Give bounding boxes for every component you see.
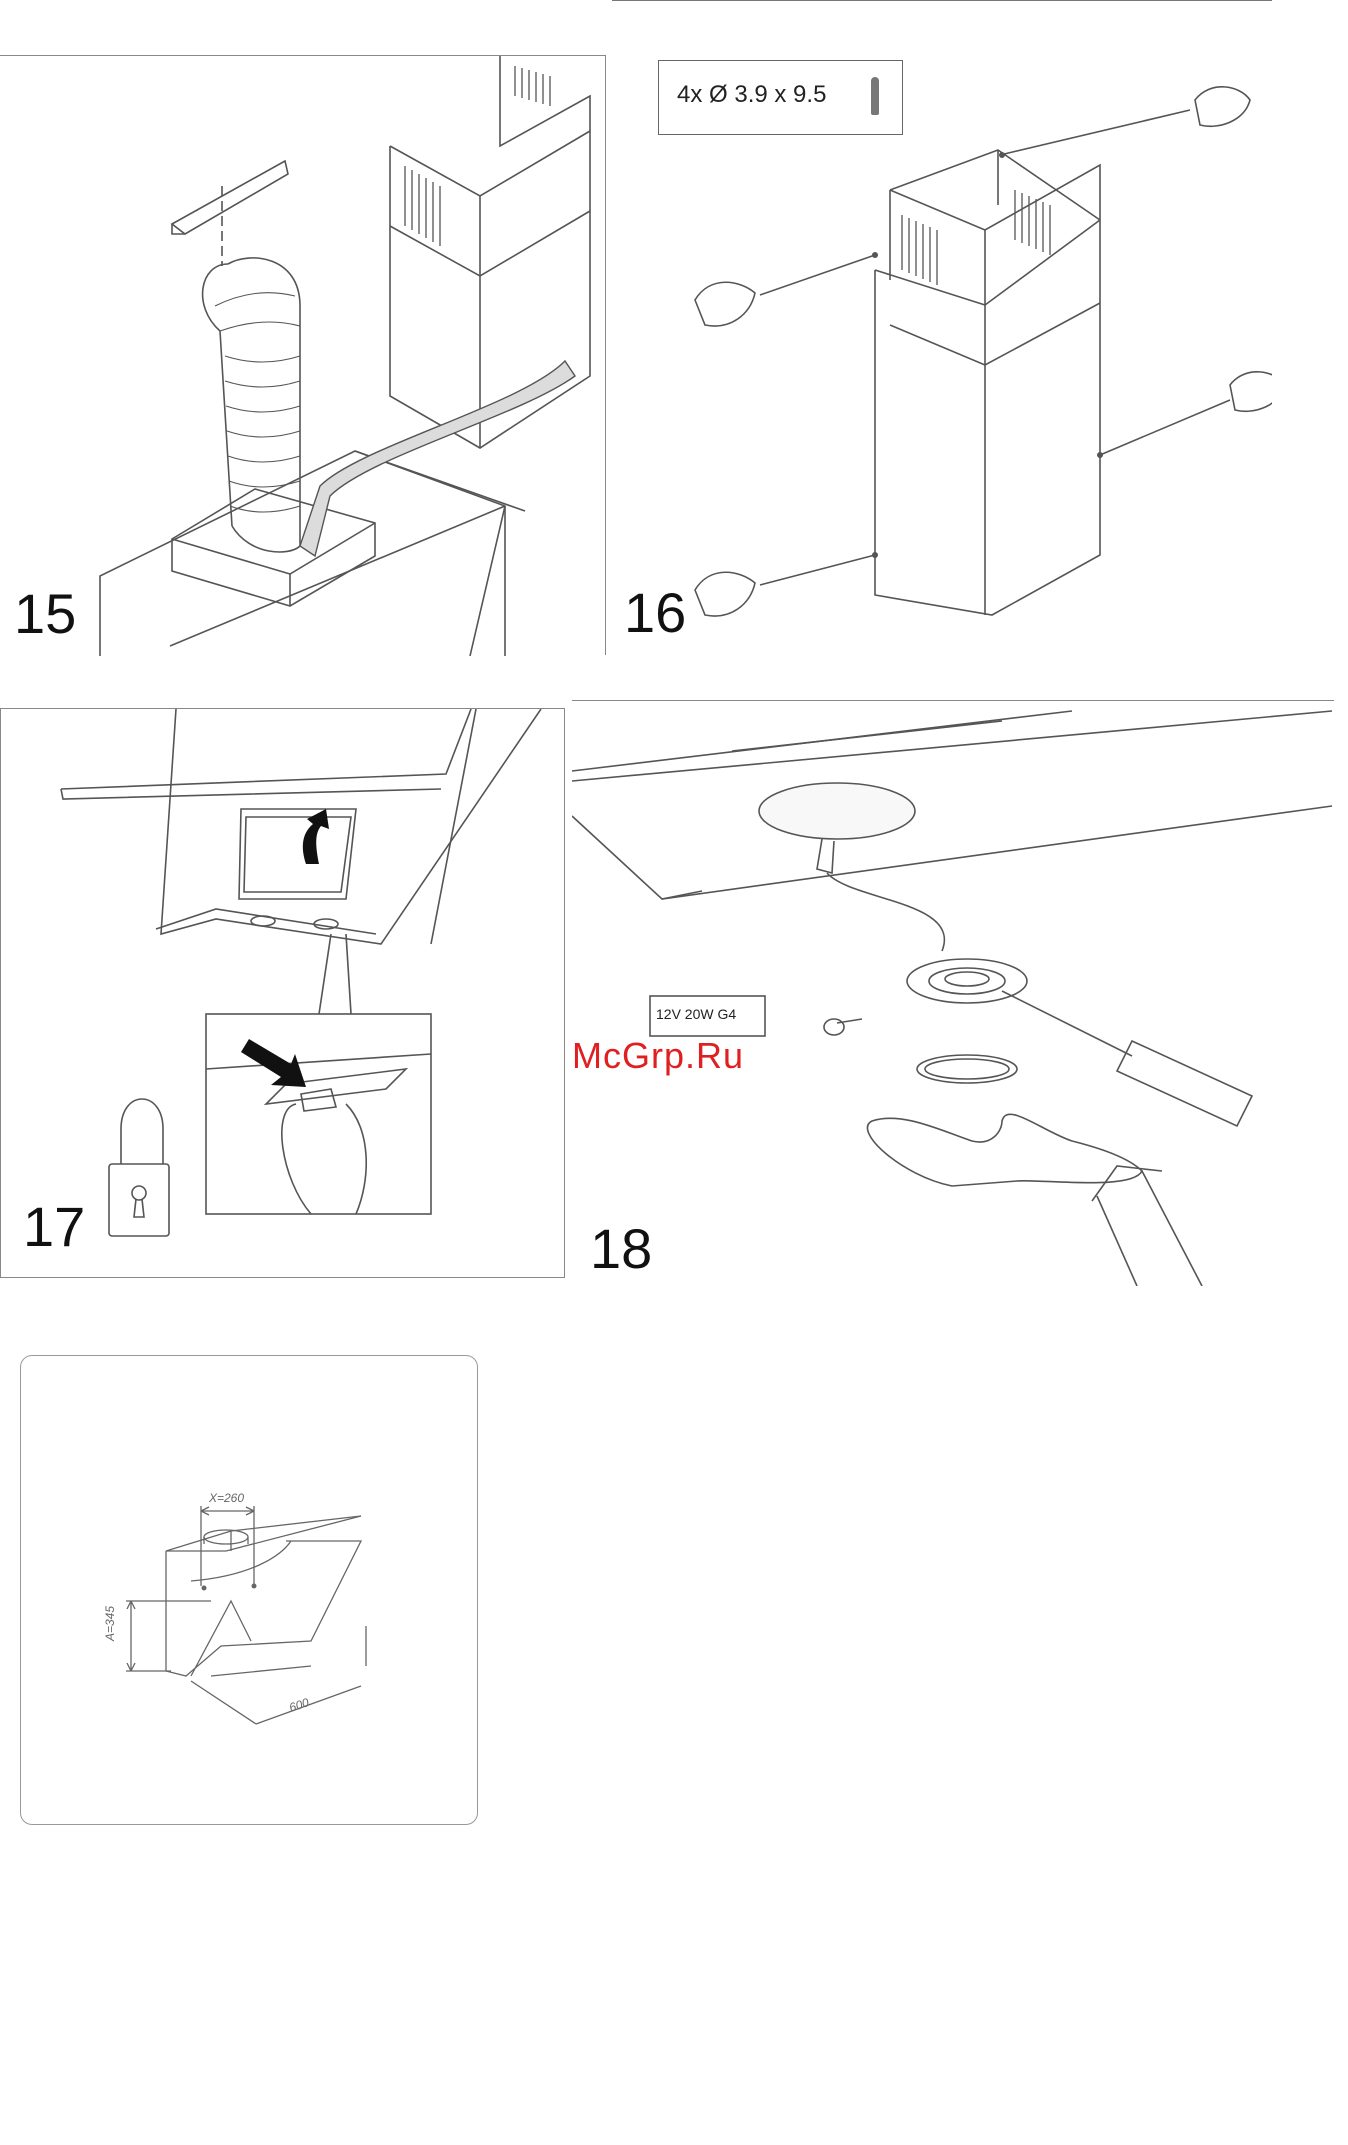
step-18-number: 18	[590, 1221, 652, 1277]
top-rule	[612, 0, 1272, 1]
step-15-illustration	[0, 56, 606, 656]
step-15-number: 15	[14, 586, 76, 642]
step-15-panel: 15	[0, 55, 606, 655]
bulb-spec-label: 12V 20W G4	[656, 1006, 736, 1022]
dimension-diagram-panel: X=260 A=345 600	[20, 1355, 478, 1825]
dimension-a-label: A=345	[103, 1606, 117, 1641]
watermark-logo: McGrp.Ru	[572, 1035, 744, 1077]
step-18-illustration	[572, 701, 1334, 1286]
step-17-panel: 17	[0, 708, 565, 1278]
step-16-illustration	[610, 55, 1272, 655]
step-18-panel: 12V 20W G4 18	[572, 700, 1334, 1285]
step-17-illustration	[1, 709, 566, 1279]
dimension-illustration	[21, 1356, 479, 1826]
step-16-panel: 4x Ø 3.9 x 9.5	[610, 55, 1272, 655]
step-17-number: 17	[23, 1199, 85, 1255]
dimension-x-label: X=260	[209, 1491, 244, 1505]
step-16-number: 16	[624, 585, 686, 641]
